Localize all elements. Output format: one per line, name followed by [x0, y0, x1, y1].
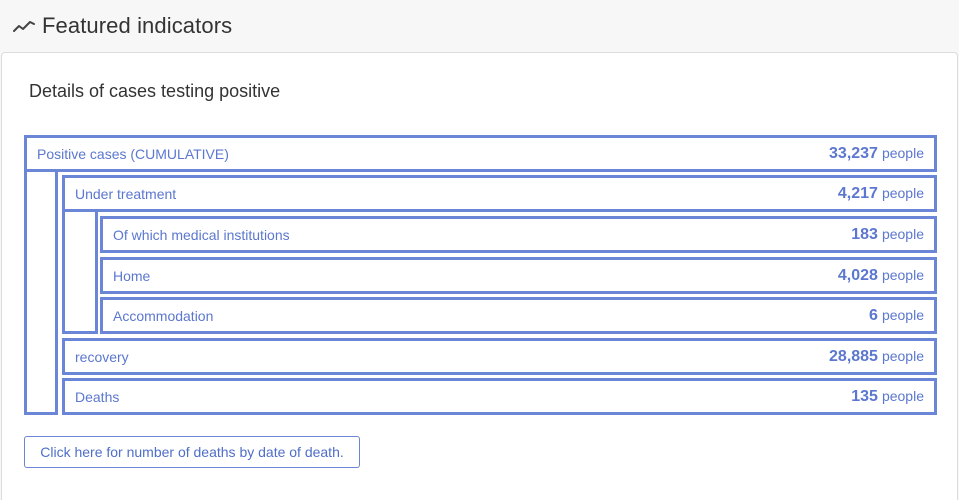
- trend-line-icon: [12, 14, 36, 38]
- row-label: Positive cases (CUMULATIVE): [37, 145, 229, 162]
- row-unit: people: [881, 144, 924, 161]
- row-unit: people: [881, 387, 924, 404]
- row-number: 33,237: [829, 144, 878, 162]
- row-label: Of which medical institutions: [113, 226, 290, 243]
- row-unit: people: [881, 266, 924, 283]
- row-label: Deaths: [75, 388, 120, 405]
- row-label: Under treatment: [75, 185, 177, 202]
- section-header: Featured indicators: [0, 0, 959, 52]
- row-unit: people: [881, 306, 924, 323]
- row-number: 4,217: [837, 184, 878, 202]
- row-label: recovery: [75, 348, 129, 365]
- row-number: 135: [851, 387, 878, 405]
- row-label: Accommodation: [113, 307, 214, 324]
- card-title: Details of cases testing positive: [29, 81, 281, 101]
- row-number: 6: [869, 306, 878, 324]
- section-title: Featured indicators: [42, 13, 233, 38]
- row-unit: people: [881, 347, 924, 364]
- row-label: Home: [113, 267, 151, 284]
- row-number: 183: [851, 225, 878, 243]
- row-number: 4,028: [837, 266, 878, 284]
- row-number: 28,885: [829, 347, 878, 365]
- row-unit: people: [881, 225, 924, 242]
- row-unit: people: [881, 184, 924, 201]
- tree-connector-outer: [24, 135, 58, 415]
- deaths-by-date-button[interactable]: Click here for number of deaths by date …: [24, 436, 360, 468]
- positive-cases-card: Details of cases testing positive Positi…: [1, 52, 958, 500]
